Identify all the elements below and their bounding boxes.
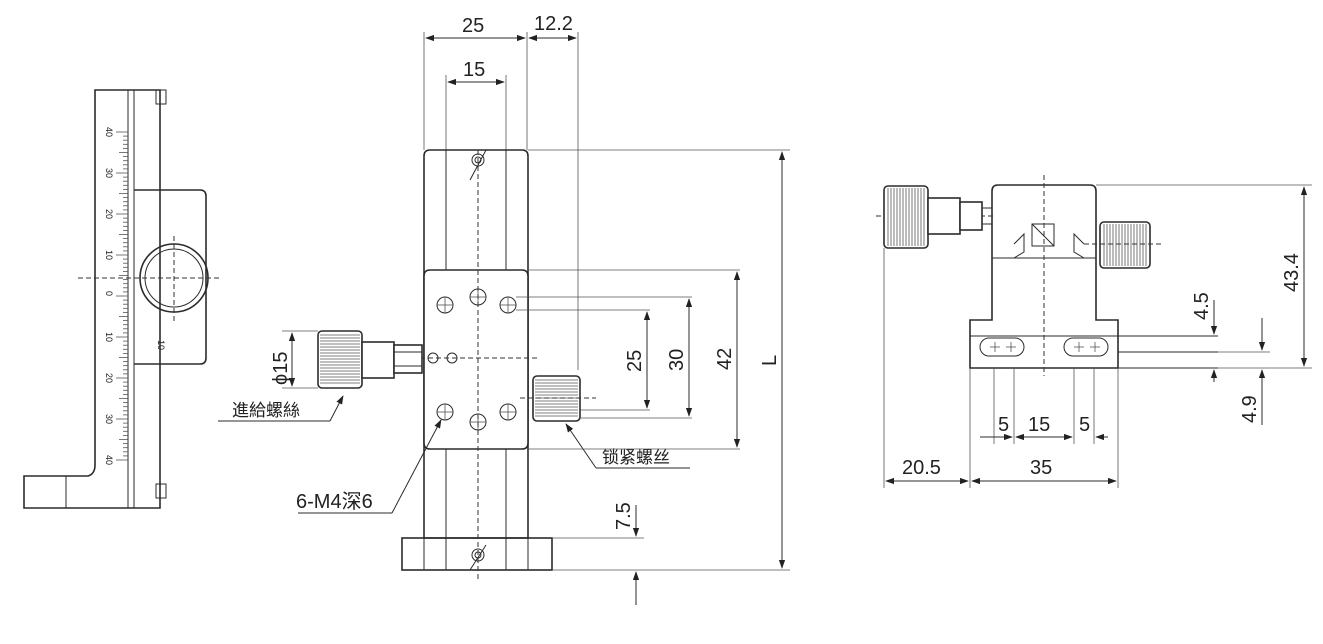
scale-side-number: 10: [156, 340, 166, 350]
label-feed-screw: 進給螺絲: [232, 401, 300, 421]
dim-text-5a: 5: [998, 414, 1009, 436]
carriage-plate: [423, 269, 529, 450]
right-view: 43.4 4.5 4.9 5 15 5 20.5 35: [876, 175, 1312, 488]
dim-text-phi15: ϕ15: [270, 352, 292, 385]
scale-number: 30: [104, 168, 114, 178]
rail-base: [401, 537, 553, 571]
side-dovetail: [1013, 232, 1085, 259]
scale-number: 20: [104, 209, 114, 219]
slot-left: [979, 337, 1025, 357]
dim-text-7-5: 7.5: [613, 502, 635, 530]
feed-knob: [317, 330, 423, 389]
scale-number: 30: [104, 414, 114, 424]
rail-top-cap: [155, 89, 167, 105]
side-center-diag: [1031, 223, 1055, 247]
feed-knob-shaft: [361, 341, 395, 379]
dim-text-43-4: 43.4: [1281, 253, 1303, 292]
label-lock-screw: 锁紧螺丝: [602, 448, 670, 468]
side-center-block: [1031, 223, 1055, 247]
dim-text-25: 25: [462, 15, 484, 37]
slot-right: [1063, 337, 1109, 357]
rail-outline: [23, 89, 161, 509]
side-knob-shaft: [927, 197, 961, 235]
dim-text-20-5: 20.5: [902, 457, 941, 479]
screw-bottom-slash: [469, 544, 487, 571]
scale-number: 40: [104, 455, 114, 465]
scale-number: 40: [104, 127, 114, 137]
dim-text-L: L: [759, 355, 781, 366]
side-knob-nut: [959, 201, 983, 231]
scale-number: 0: [104, 291, 114, 296]
scale-number: 10: [104, 250, 114, 260]
rail-bottom-cap: [155, 483, 167, 499]
scale-number: 10: [104, 332, 114, 342]
leader-feed-arrow: [329, 395, 344, 422]
scale-number-group: 40 30 20 10 0 10 20 30 40: [104, 127, 114, 465]
carriage-block: [134, 189, 207, 365]
side-knob-knurl: [887, 188, 925, 246]
leader-lock-arrow: [565, 423, 597, 469]
dim-text-15-side: 15: [1028, 414, 1050, 436]
screw-top-slash: [469, 149, 487, 181]
lock-knob: [520, 375, 596, 422]
dim-text-25v: 25: [624, 350, 646, 372]
lock-knob-knurl: [535, 379, 578, 417]
dim-text-12-2: 12.2: [534, 13, 573, 35]
label-mount-holes: 6-M4深6: [296, 490, 373, 513]
dim-text-4-9: 4.9: [1239, 395, 1261, 423]
leader-holes-arrow: [391, 419, 442, 514]
side-knob-collar: [981, 207, 993, 225]
dim-text-4-5: 4.5: [1191, 292, 1213, 320]
dim-text-15: 15: [463, 59, 485, 81]
scale-tick-group: [116, 131, 128, 461]
dim-text-42: 42: [714, 348, 736, 370]
feed-knob-grip: [317, 330, 363, 389]
slot-marks: [990, 342, 1100, 352]
dim-text-5b: 5: [1079, 414, 1090, 436]
side-lock-knurl: [1103, 224, 1147, 266]
scale-number: 20: [104, 373, 114, 383]
dim-text-35: 35: [1030, 457, 1052, 479]
feed-knob-nut: [393, 344, 423, 374]
feed-knob-knurl: [320, 334, 360, 384]
dim-text-30: 30: [666, 349, 688, 371]
left-view: 40 30 20 10 0 10 20 30 40 10: [23, 89, 222, 509]
middle-view: 25 12.2 15: [218, 13, 790, 605]
